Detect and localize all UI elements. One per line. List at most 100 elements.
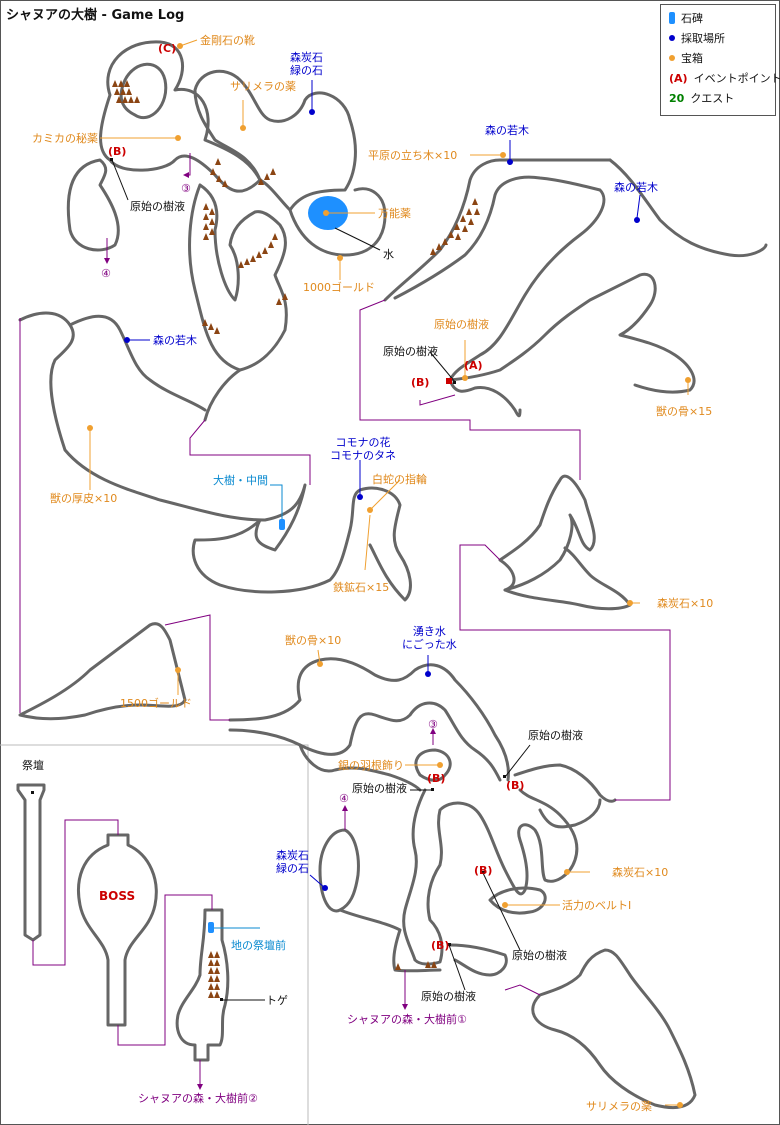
gather-label-line: にごった水 (402, 638, 457, 651)
treasure-label-morisumi: 森炭石×10 (657, 597, 714, 610)
legend-gather-label: 採取場所 (681, 32, 725, 45)
gather-label-line: 森炭石 (276, 849, 309, 862)
stele-label-chukan: 大樹・中間 (213, 474, 268, 487)
treasure-label-bannou: 万能薬 (378, 207, 411, 220)
treasure-label-kemono-kawa: 獣の厚皮×10 (50, 492, 118, 505)
sap-label: 原始の樹液 (383, 345, 438, 358)
treasure-label-katsuryoku: 活力のベルトI (562, 899, 632, 912)
gather-point (322, 885, 328, 891)
gather-label-wakagi-2: 森の若木 (614, 181, 658, 194)
treasure-label-hakuja: 白蛇の指輪 (372, 473, 427, 486)
boss-room (77, 833, 158, 1027)
legend-event-label: イベントポイント (693, 72, 780, 85)
treasure-label-1500gold: 1500ゴールド (120, 697, 192, 710)
treasure-label-kemono-hone-2: 獣の骨×10 (285, 634, 342, 647)
cave-wall-topleft-3 (66, 158, 120, 252)
arrow-icon (342, 805, 348, 811)
leader-lines (89, 39, 689, 1106)
treasure-chest (175, 135, 181, 141)
route-center-2 (359, 299, 581, 480)
cave-wall-center-left (18, 311, 352, 594)
route-boss-1 (32, 819, 119, 966)
pre-altar-room (175, 908, 230, 1062)
arrow-icon (197, 1084, 203, 1090)
treasure-chest (685, 377, 691, 383)
gather-label-line: 緑の石 (290, 64, 323, 77)
gather-label-line: コモナの花 (335, 436, 391, 449)
event-b-label: (B) (108, 145, 127, 158)
route-center-1 (189, 419, 311, 485)
gather-point (425, 671, 431, 677)
water-label: 水 (383, 248, 394, 261)
route-marker-4: ④ (339, 792, 349, 805)
gather-point (309, 109, 315, 115)
treasure-icon (669, 55, 675, 61)
gather-label-komona: コモナの花コモナのタネ (330, 436, 396, 462)
event-b-label: (B) (411, 376, 430, 389)
cave-wall-lower-center-4 (448, 943, 508, 977)
cave-wall-topleft-2 (119, 62, 168, 119)
treasure-label-tekkou: 鉄鉱石×15 (333, 581, 390, 594)
route-marker-3: ③ (181, 182, 191, 195)
treasure-label-heigen: 平原の立ち木×10 (368, 149, 458, 162)
thorn-spikes (112, 80, 480, 998)
cave-wall-central-snake (402, 788, 579, 966)
cave-wall-right-middle-1 (498, 474, 596, 592)
cave-wall-lower-left (18, 622, 187, 721)
spike-cluster (238, 233, 278, 268)
altar-corridor (16, 783, 46, 942)
arrow-icon (402, 1004, 408, 1010)
cave-wall-mid-down (203, 368, 242, 422)
treasure-label-sap: 原始の樹液 (434, 318, 489, 331)
route-lines (19, 153, 671, 1085)
cave-wall-center-left-2 (68, 314, 207, 412)
spike-cluster (208, 951, 220, 998)
stele-icon (208, 922, 214, 933)
treasure-chest (502, 902, 508, 908)
cave-wall-pool (288, 187, 387, 257)
route-boss-2 (117, 894, 213, 1046)
treasure-chest (177, 43, 183, 49)
gather-point (507, 159, 513, 165)
legend-quest-marker: 20 (669, 91, 685, 105)
stele-icon (279, 519, 285, 530)
event-a-label: (A) (464, 359, 483, 372)
map-title: シャヌアの大樹 - Game Log (6, 8, 185, 23)
cave-wall-upper-right-3 (608, 158, 768, 258)
cave-wall-upper-right-2 (393, 175, 696, 394)
treasure-points (87, 43, 691, 1108)
cave-wall-lower-center-1 (228, 657, 510, 782)
gather-label-morisumi-1: 森炭石緑の石 (290, 51, 323, 77)
cave-wall-bottom-right (531, 948, 697, 1109)
cave-wall-lower-left-small-2 (338, 908, 442, 973)
treasure-label-gin: 銀の羽根飾り (338, 759, 404, 772)
sap-label: 原始の樹液 (421, 990, 476, 1003)
treasure-label-kongou: 金剛石の靴 (200, 34, 255, 47)
treasure-label-sarimera-2: サリメラの薬 (586, 1100, 652, 1113)
event-b-label: (B) (427, 772, 446, 785)
cave-wall-belt-pocket (488, 886, 547, 915)
event-dots (31, 158, 506, 1001)
arrow-icon (104, 258, 110, 264)
thorn-label: トゲ (266, 994, 288, 1007)
legend-stele: 石碑 (669, 9, 703, 27)
cave-walls (16, 40, 768, 1109)
legend-stele-label: 石碑 (681, 12, 703, 25)
cave-wall-upper-right-1 (383, 158, 612, 302)
gather-label-line: コモナのタネ (330, 449, 396, 462)
gather-label-line: 森炭石 (290, 51, 323, 64)
treasure-chest (175, 667, 181, 673)
treasure-label-kemono-hone: 獣の骨×15 (656, 405, 713, 418)
event-b-label: (B) (431, 939, 450, 952)
cave-wall-lower-left-small (318, 828, 360, 913)
gather-point (357, 494, 363, 500)
sap-label: 原始の樹液 (352, 782, 407, 795)
gather-point (124, 337, 130, 343)
gather-icon (669, 35, 675, 41)
gather-points (124, 109, 640, 891)
legend-event: (A) イベントポイント (669, 69, 780, 87)
cave-wall-lower-center-3 (298, 743, 422, 792)
route-1500 (164, 614, 230, 721)
